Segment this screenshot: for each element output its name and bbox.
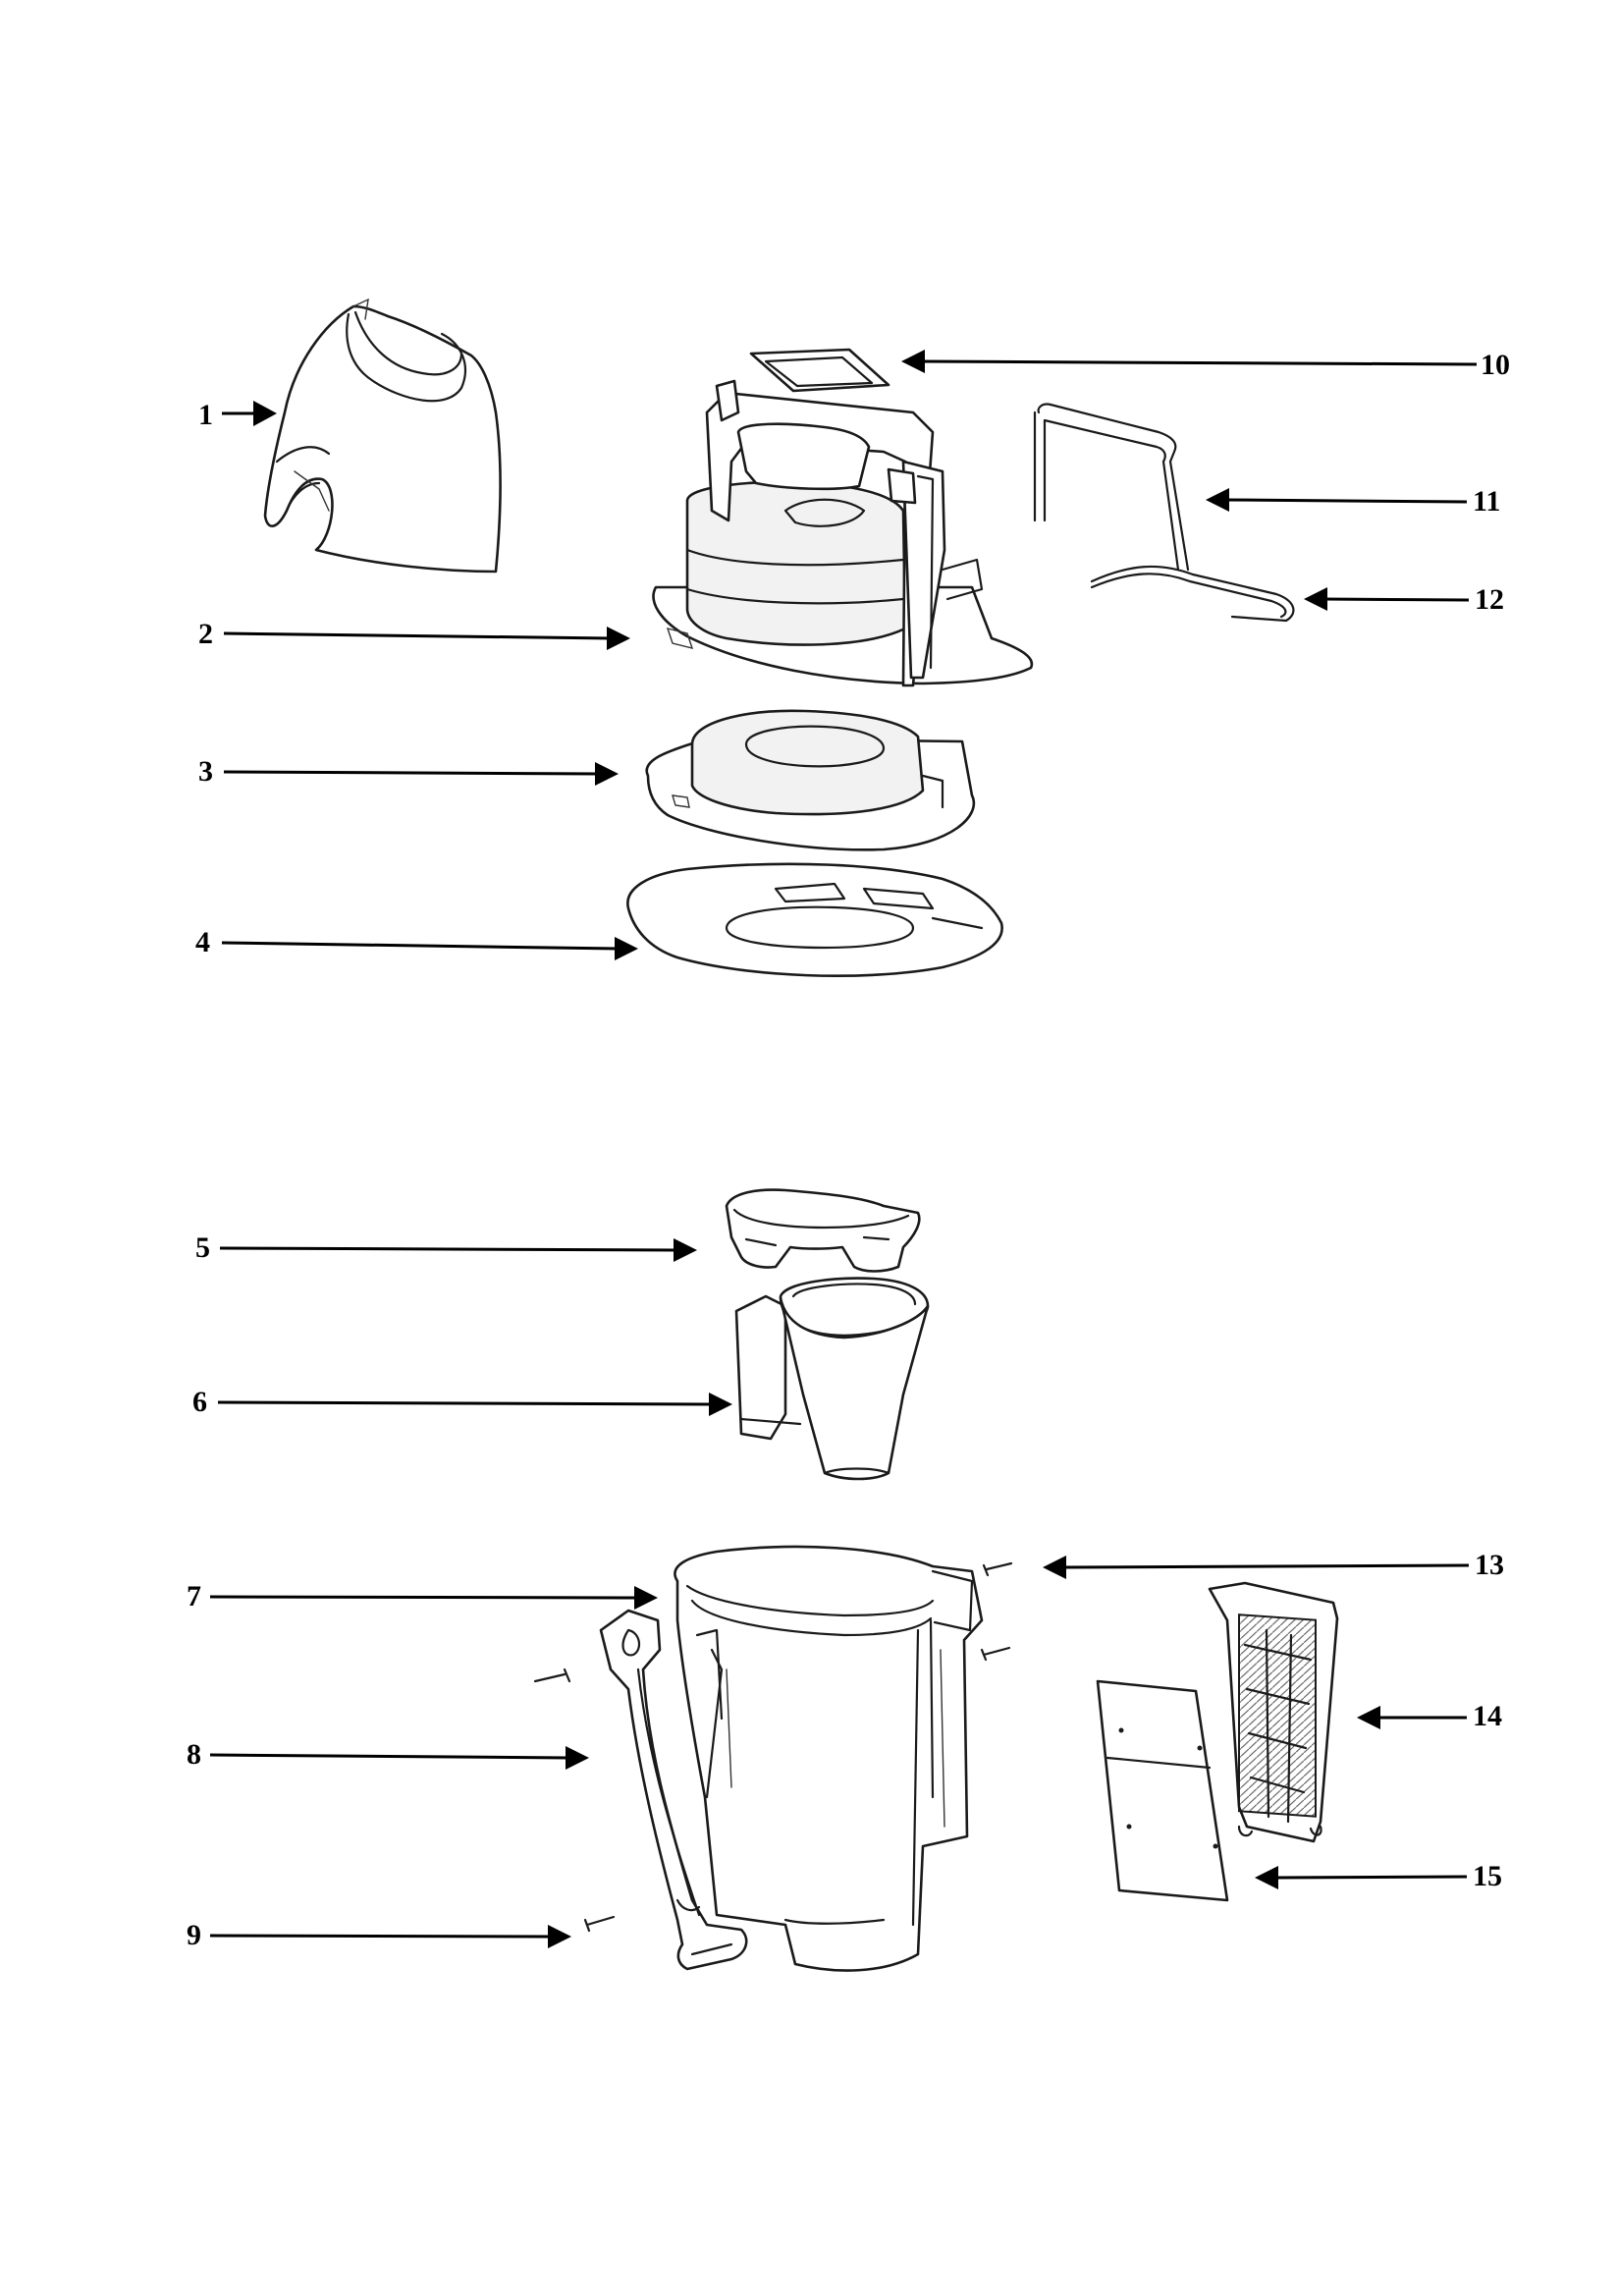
callout-label-10: 10 (1481, 349, 1510, 381)
callout-label-7: 7 (187, 1580, 201, 1613)
part-13-screw (982, 1561, 1013, 1577)
callout-2: 2 (198, 618, 630, 650)
part-7-main-housing (674, 1545, 984, 1972)
part-3-base-tray (645, 709, 975, 851)
part-5-basket-cover (725, 1188, 921, 1273)
callout-label-6: 6 (192, 1386, 207, 1418)
part-12-wire (1090, 565, 1295, 623)
callout-label-2: 2 (198, 618, 213, 650)
part-10-gasket (749, 348, 890, 393)
callout-4: 4 (195, 926, 638, 960)
callout-label-15: 15 (1473, 1860, 1502, 1892)
callout-3: 3 (198, 755, 619, 788)
screw-left-upper (533, 1667, 571, 1683)
part-1-top-cover (263, 298, 502, 574)
part-6-filter-cone (734, 1277, 930, 1481)
callout-label-4: 4 (195, 926, 210, 958)
callout-label-5: 5 (195, 1231, 210, 1264)
callout-15: 15 (1255, 1860, 1502, 1892)
callout-13: 13 (1043, 1549, 1504, 1581)
callout-label-14: 14 (1473, 1700, 1502, 1732)
callout-5: 5 (195, 1231, 697, 1264)
callout-14: 14 (1357, 1700, 1502, 1732)
callout-6: 6 (192, 1386, 732, 1418)
callout-label-11: 11 (1473, 485, 1500, 518)
callout-11: 11 (1206, 485, 1500, 518)
screw-right-lower (980, 1646, 1011, 1662)
callout-9: 9 (187, 1919, 571, 1951)
callout-label-8: 8 (187, 1738, 201, 1771)
callout-8: 8 (187, 1738, 589, 1771)
callout-label-12: 12 (1475, 583, 1504, 616)
callout-label-1: 1 (198, 399, 213, 431)
callout-label-3: 3 (198, 755, 213, 788)
callout-7: 7 (187, 1580, 658, 1613)
part-2-reservoir-housing (652, 379, 1034, 687)
callout-10: 10 (901, 349, 1510, 381)
callout-label-13: 13 (1475, 1549, 1504, 1581)
part-8-handle (599, 1609, 748, 1971)
callout-label-9: 9 (187, 1919, 201, 1951)
part-11-tube (1033, 403, 1190, 572)
part-4-bottom-plate (626, 862, 1003, 978)
part-9-screw (583, 1915, 616, 1933)
callout-1: 1 (198, 399, 277, 431)
callout-12: 12 (1304, 583, 1504, 616)
part-15-plate (1096, 1679, 1229, 1902)
part-14-grille-panel (1208, 1581, 1339, 1843)
